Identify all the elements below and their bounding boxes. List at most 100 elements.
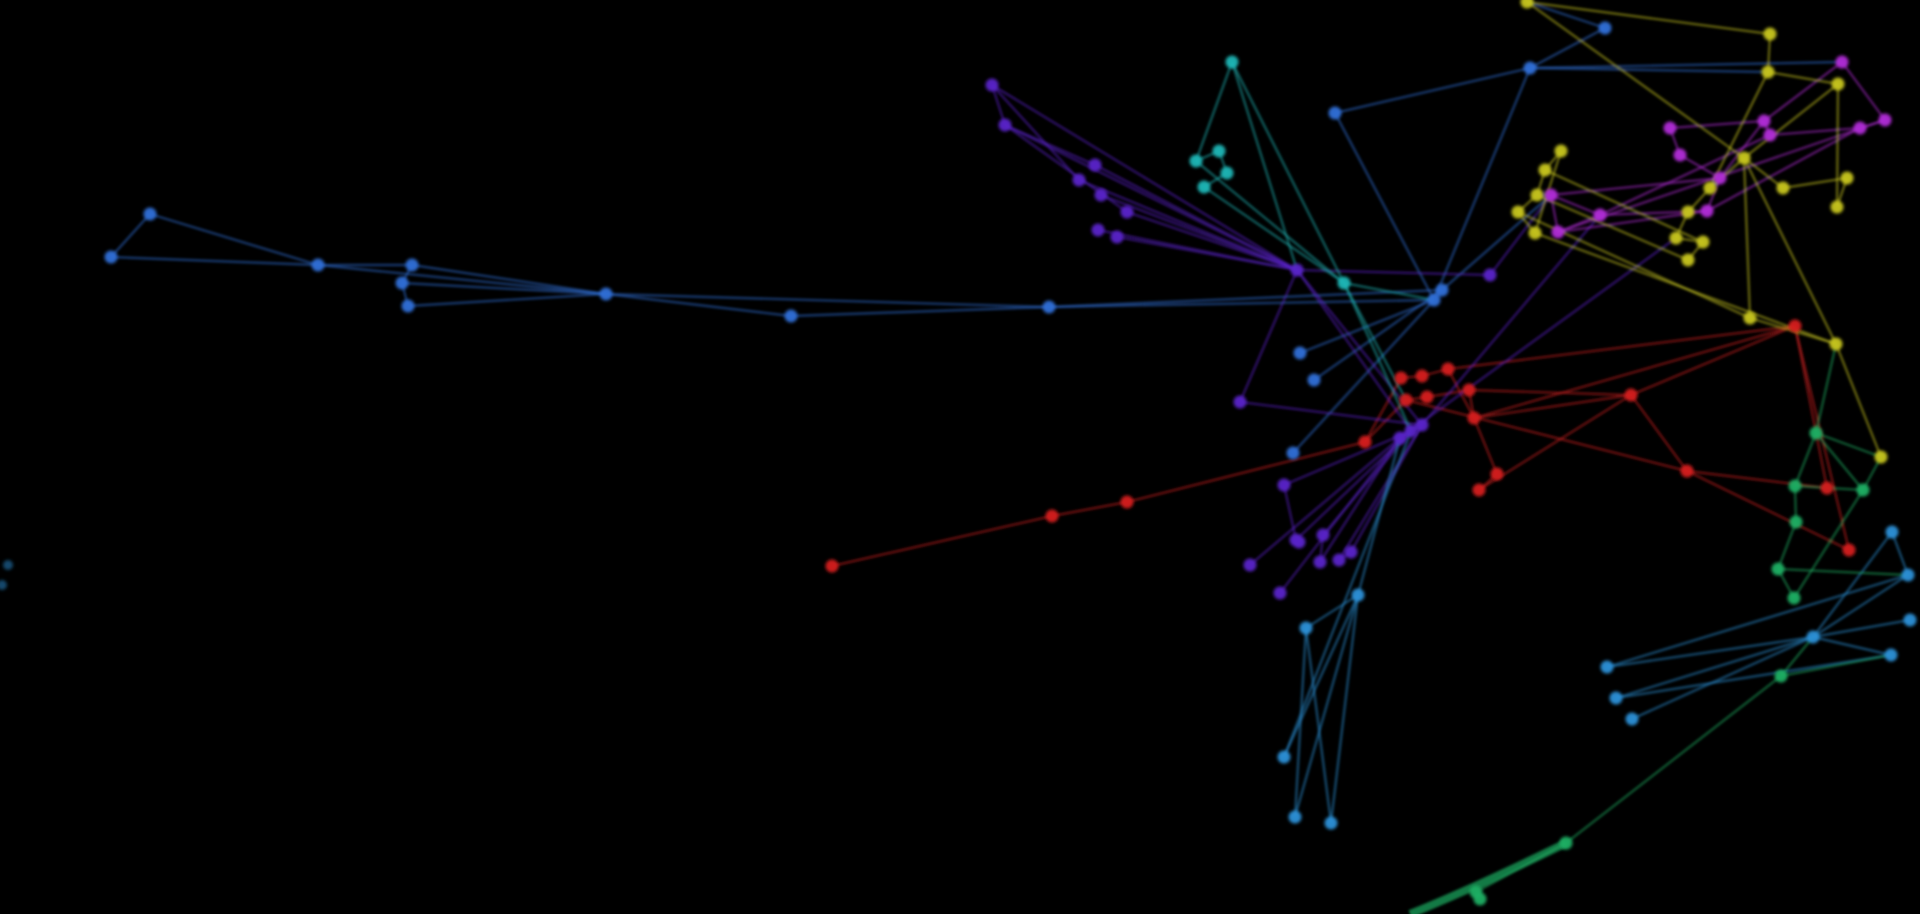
graph-node-magenta[interactable] — [1700, 204, 1714, 218]
graph-node-magenta[interactable] — [1757, 114, 1771, 128]
graph-node-yellow[interactable] — [1669, 231, 1683, 245]
graph-node-lightblue[interactable] — [1600, 660, 1614, 674]
graph-node-yellow[interactable] — [1743, 311, 1757, 325]
graph-node-green[interactable] — [1787, 591, 1801, 605]
graph-node-yellow[interactable] — [1681, 205, 1695, 219]
graph-node-lightblue[interactable] — [0, 580, 7, 590]
graph-node-magenta[interactable] — [1593, 208, 1607, 222]
graph-node-violet[interactable] — [1332, 553, 1346, 567]
graph-node-yellow[interactable] — [1696, 235, 1710, 249]
graph-node-red[interactable] — [1624, 388, 1638, 402]
graph-node-lightblue[interactable] — [1884, 648, 1898, 662]
graph-node-blue[interactable] — [1286, 446, 1300, 460]
graph-node-red[interactable] — [1788, 319, 1802, 333]
graph-node-blue[interactable] — [1435, 283, 1449, 297]
graph-node-teal[interactable] — [1220, 166, 1234, 180]
graph-node-yellow[interactable] — [1776, 181, 1790, 195]
graph-node-blue[interactable] — [1523, 61, 1537, 75]
graph-node-lightblue[interactable] — [1609, 691, 1623, 705]
graph-node-red[interactable] — [1120, 495, 1134, 509]
graph-node-red[interactable] — [825, 559, 839, 573]
graph-node-blue[interactable] — [395, 276, 409, 290]
graph-node-blue[interactable] — [311, 258, 325, 272]
graph-node-violet[interactable] — [1273, 586, 1287, 600]
graph-node-green[interactable] — [1559, 836, 1573, 850]
graph-node-red[interactable] — [1462, 383, 1476, 397]
graph-node-red[interactable] — [1045, 509, 1059, 523]
graph-node-magenta[interactable] — [1763, 128, 1777, 142]
graph-node-lightblue[interactable] — [1885, 525, 1899, 539]
graph-node-violet[interactable] — [1393, 431, 1407, 445]
graph-node-yellow[interactable] — [1520, 0, 1534, 9]
graph-node-blue[interactable] — [1328, 106, 1342, 120]
graph-node-red[interactable] — [1467, 411, 1481, 425]
graph-node-violet[interactable] — [998, 118, 1012, 132]
graph-node-blue[interactable] — [1307, 373, 1321, 387]
graph-node-red[interactable] — [1415, 369, 1429, 383]
graph-node-red[interactable] — [1394, 371, 1408, 385]
graph-node-teal[interactable] — [1189, 154, 1203, 168]
graph-node-magenta[interactable] — [1853, 121, 1867, 135]
graph-node-yellow[interactable] — [1511, 205, 1525, 219]
graph-node-green[interactable] — [1856, 483, 1870, 497]
graph-node-yellow[interactable] — [1703, 181, 1717, 195]
graph-node-lightblue[interactable] — [1277, 750, 1291, 764]
graph-node-teal[interactable] — [1337, 276, 1351, 290]
graph-node-red[interactable] — [1680, 464, 1694, 478]
graph-node-magenta[interactable] — [1663, 121, 1677, 135]
graph-node-blue[interactable] — [784, 309, 798, 323]
graph-node-red[interactable] — [1420, 390, 1434, 404]
graph-node-magenta[interactable] — [1551, 225, 1565, 239]
graph-node-yellow[interactable] — [1831, 77, 1845, 91]
graph-node-lightblue[interactable] — [1903, 613, 1917, 627]
graph-node-yellow[interactable] — [1737, 151, 1751, 165]
graph-node-red[interactable] — [1490, 467, 1504, 481]
graph-node-yellow[interactable] — [1538, 163, 1552, 177]
graph-node-teal[interactable] — [1212, 144, 1226, 158]
graph-node-violet[interactable] — [1404, 424, 1418, 438]
graph-node-green[interactable] — [1473, 892, 1487, 906]
graph-node-yellow[interactable] — [1761, 65, 1775, 79]
graph-node-red[interactable] — [1472, 483, 1486, 497]
graph-node-violet[interactable] — [1094, 188, 1108, 202]
graph-node-yellow[interactable] — [1681, 253, 1695, 267]
graph-node-blue[interactable] — [104, 250, 118, 264]
graph-node-lightblue[interactable] — [1806, 630, 1820, 644]
graph-node-green[interactable] — [1771, 562, 1785, 576]
graph-node-violet[interactable] — [1243, 558, 1257, 572]
graph-node-green[interactable] — [1789, 515, 1803, 529]
graph-node-lightblue[interactable] — [1351, 588, 1365, 602]
graph-node-violet[interactable] — [1290, 263, 1304, 277]
graph-node-violet[interactable] — [1233, 395, 1247, 409]
graph-node-green[interactable] — [1788, 479, 1802, 493]
graph-node-lightblue[interactable] — [3, 560, 13, 570]
graph-node-violet[interactable] — [1120, 205, 1134, 219]
graph-node-violet[interactable] — [1072, 173, 1086, 187]
graph-node-blue[interactable] — [405, 258, 419, 272]
graph-node-magenta[interactable] — [1713, 171, 1727, 185]
graph-node-lightblue[interactable] — [1625, 712, 1639, 726]
graph-node-teal[interactable] — [1225, 55, 1239, 69]
graph-node-red[interactable] — [1358, 435, 1372, 449]
graph-node-red[interactable] — [1820, 481, 1834, 495]
graph-node-blue[interactable] — [1427, 293, 1441, 307]
graph-node-violet[interactable] — [1277, 478, 1291, 492]
graph-node-red[interactable] — [1441, 362, 1455, 376]
graph-node-yellow[interactable] — [1874, 450, 1888, 464]
graph-node-green[interactable] — [1774, 669, 1788, 683]
graph-node-lightblue[interactable] — [1901, 568, 1915, 582]
graph-node-violet[interactable] — [1313, 555, 1327, 569]
graph-node-violet[interactable] — [1483, 268, 1497, 282]
graph-node-teal[interactable] — [1197, 180, 1211, 194]
graph-node-lightblue[interactable] — [1324, 816, 1338, 830]
graph-node-violet[interactable] — [1316, 528, 1330, 542]
graph-node-yellow[interactable] — [1830, 200, 1844, 214]
graph-node-yellow[interactable] — [1829, 337, 1843, 351]
graph-node-blue[interactable] — [599, 287, 613, 301]
graph-node-violet[interactable] — [1088, 158, 1102, 172]
graph-node-blue[interactable] — [143, 207, 157, 221]
graph-node-lightblue[interactable] — [1299, 621, 1313, 635]
graph-node-violet[interactable] — [1292, 535, 1306, 549]
graph-node-magenta[interactable] — [1544, 188, 1558, 202]
